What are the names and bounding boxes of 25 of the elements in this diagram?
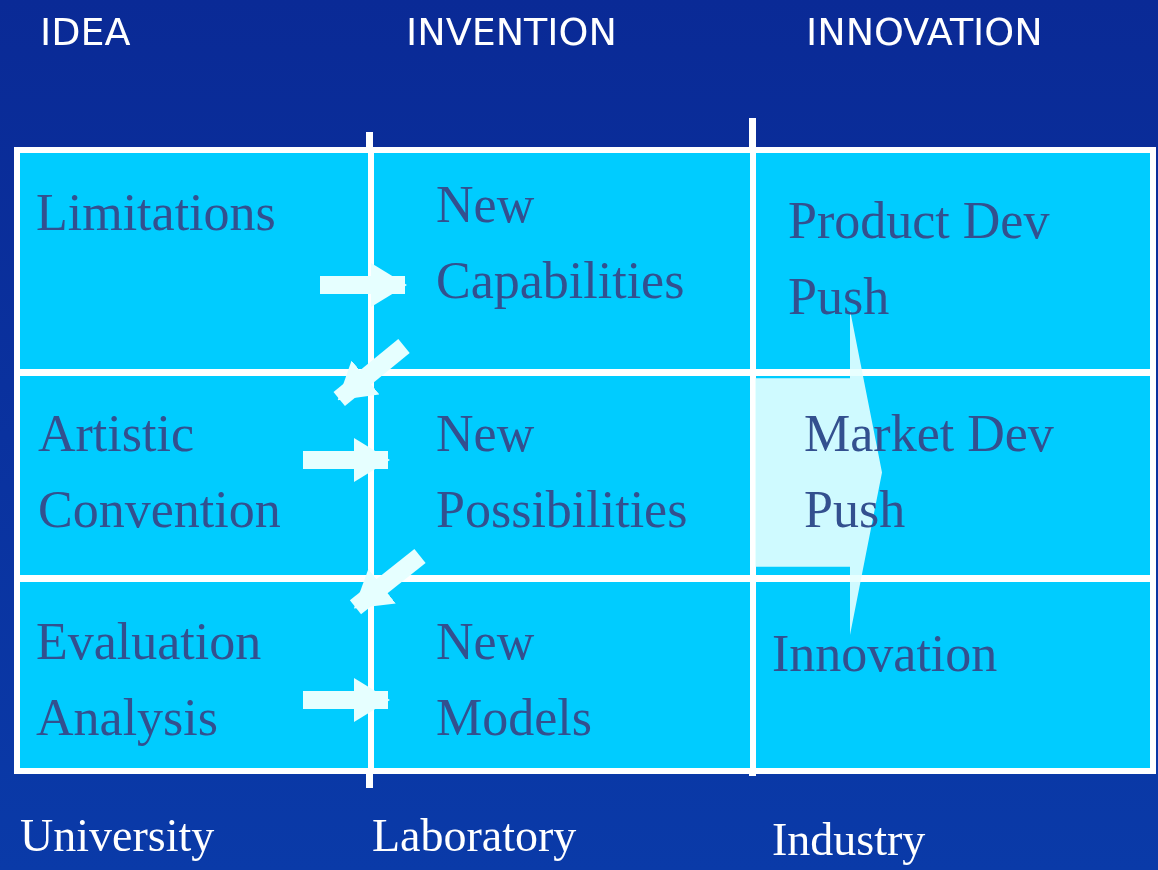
block-arrow xyxy=(320,263,407,307)
table-cell xyxy=(20,376,368,575)
cell-text: New Possibilities xyxy=(436,404,688,540)
block-arrow xyxy=(303,678,390,722)
column-heading: INNOVATION xyxy=(806,9,1043,56)
table-cell xyxy=(756,582,1150,768)
table-cell xyxy=(374,582,750,768)
table-cell xyxy=(374,376,750,575)
table-cell xyxy=(756,153,1150,369)
block-arrow xyxy=(303,438,390,482)
column-footer: Industry xyxy=(772,816,926,864)
cell-text: Product Dev Push xyxy=(788,191,1051,327)
cell-text: New Models xyxy=(436,612,592,748)
table-cell xyxy=(374,153,750,369)
cell-text: Artistic Convention xyxy=(38,404,281,540)
table-cell xyxy=(20,153,368,369)
column-footer: Laboratory xyxy=(372,812,577,860)
table-cell xyxy=(20,582,368,768)
column-footer: University xyxy=(20,812,215,860)
cell-text: Evaluation Analysis xyxy=(36,612,262,748)
cell-text: Limitations xyxy=(36,183,276,243)
cell-text: Innovation xyxy=(772,624,999,684)
column-heading: INVENTION xyxy=(406,9,617,56)
cell-text: New Capabilities xyxy=(436,175,685,311)
column-heading: IDEA xyxy=(40,9,131,56)
